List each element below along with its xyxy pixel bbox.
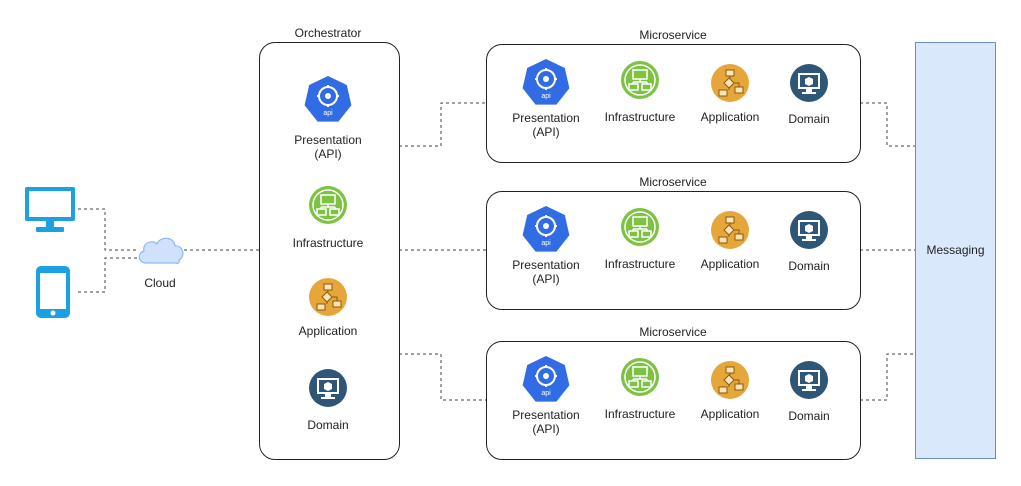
tablet-icon bbox=[36, 266, 70, 318]
messaging-bus: Messaging bbox=[915, 42, 996, 459]
orchestrator-domain-label: Domain bbox=[307, 418, 349, 432]
orchestrator-application-label: Application bbox=[298, 324, 358, 338]
orchestrator-title: Orchestrator bbox=[294, 26, 362, 40]
microservice-application-label: Application bbox=[700, 407, 760, 421]
flowchart-icon bbox=[711, 361, 749, 399]
microservice-infrastructure-label: Infrastructure bbox=[604, 257, 676, 271]
flowchart-icon bbox=[309, 278, 347, 316]
microservice-presentation-label: Presentation(API) bbox=[512, 408, 580, 436]
microservice-title: Microservice bbox=[639, 325, 707, 339]
microservice-domain-label: Domain bbox=[788, 112, 830, 126]
api-icon: api bbox=[522, 356, 570, 402]
connector-orchestrator-ms1 bbox=[399, 102, 486, 147]
flowchart-icon bbox=[711, 211, 749, 249]
api-icon: api bbox=[522, 206, 570, 252]
domain-monitor-icon bbox=[790, 211, 828, 249]
microservice-infrastructure-label: Infrastructure bbox=[604, 407, 676, 421]
desktop-monitor-icon bbox=[25, 187, 75, 232]
microservice-domain-label: Domain bbox=[788, 409, 830, 423]
network-icon bbox=[621, 61, 659, 99]
network-icon bbox=[309, 186, 347, 224]
api-badge-text: api bbox=[541, 390, 551, 397]
network-icon bbox=[621, 358, 659, 396]
domain-monitor-icon bbox=[790, 64, 828, 102]
connector-orchestrator-ms3 bbox=[399, 353, 486, 401]
orchestrator-infrastructure-label: Infrastructure bbox=[292, 236, 364, 250]
microservice-application-label: Application bbox=[700, 110, 760, 124]
api-badge-text: api bbox=[541, 93, 551, 100]
domain-monitor-icon bbox=[309, 369, 347, 407]
network-icon bbox=[621, 208, 659, 246]
connector-tablet-cloud bbox=[78, 257, 138, 293]
microservice-application-label: Application bbox=[700, 257, 760, 271]
api-icon: api bbox=[304, 76, 352, 122]
connector-desktop-cloud bbox=[78, 208, 138, 251]
messaging-label: Messaging bbox=[926, 243, 985, 257]
connector-ms1-messaging bbox=[860, 102, 915, 147]
domain-monitor-icon bbox=[790, 361, 828, 399]
microservice-presentation-label: Presentation(API) bbox=[512, 258, 580, 286]
microservice-title: Microservice bbox=[639, 28, 707, 42]
microservice-presentation-label: Presentation(API) bbox=[512, 111, 580, 139]
api-badge-text: api bbox=[541, 240, 551, 247]
api-badge-text: api bbox=[323, 110, 333, 117]
microservice-domain-label: Domain bbox=[788, 259, 830, 273]
microservice-infrastructure-label: Infrastructure bbox=[604, 110, 676, 124]
flowchart-icon bbox=[711, 64, 749, 102]
orchestrator-presentation-label: Presentation(API) bbox=[294, 133, 362, 161]
cloud-icon bbox=[138, 237, 184, 264]
cloud-label: Cloud bbox=[144, 276, 176, 290]
api-icon: api bbox=[522, 59, 570, 105]
microservice-title: Microservice bbox=[639, 175, 707, 189]
connector-ms3-messaging bbox=[860, 353, 915, 401]
